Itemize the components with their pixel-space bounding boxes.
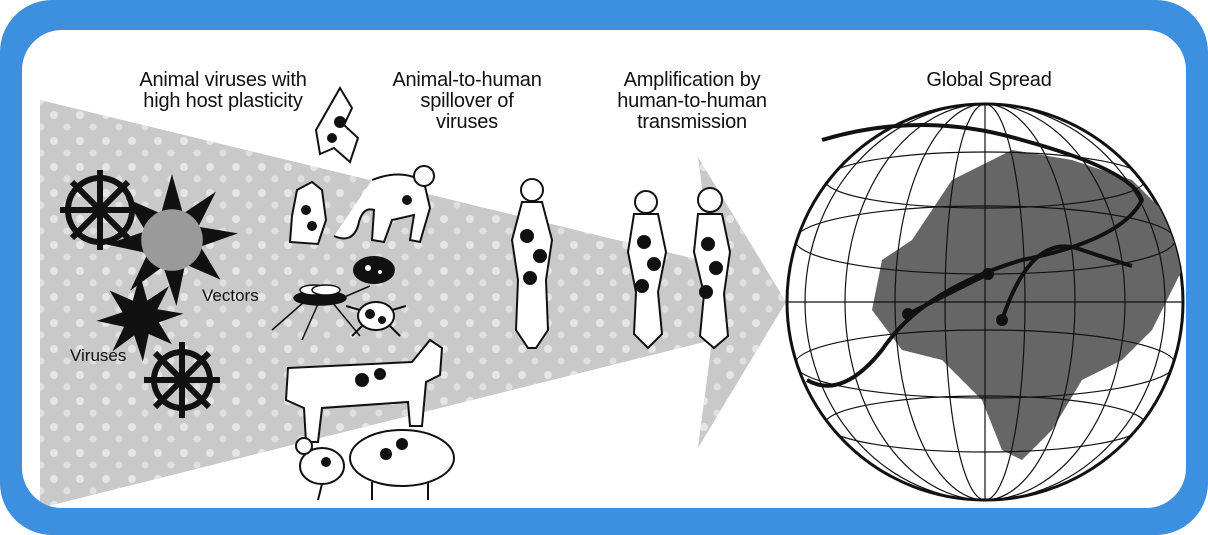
virus-wheel-2 [144, 342, 220, 418]
pig-silhouette [350, 430, 454, 500]
stage-title-spillover: Animal-to-human spillover of viruses [372, 70, 562, 133]
flea-silhouette [354, 257, 394, 283]
globe [787, 104, 1183, 500]
stage-title-amplification: Amplification by human-to-human transmis… [602, 70, 782, 133]
diagram-panel: Animal viruses with high host plasticity… [22, 30, 1186, 508]
chicken-silhouette [296, 438, 344, 500]
human-spillover [512, 179, 552, 348]
stage-title-global: Global Spread [884, 70, 1094, 91]
viruses-label: Viruses [70, 346, 126, 366]
vectors-label: Vectors [202, 286, 259, 306]
stage-title-reservoir: Animal viruses with high host plasticity [118, 70, 328, 112]
